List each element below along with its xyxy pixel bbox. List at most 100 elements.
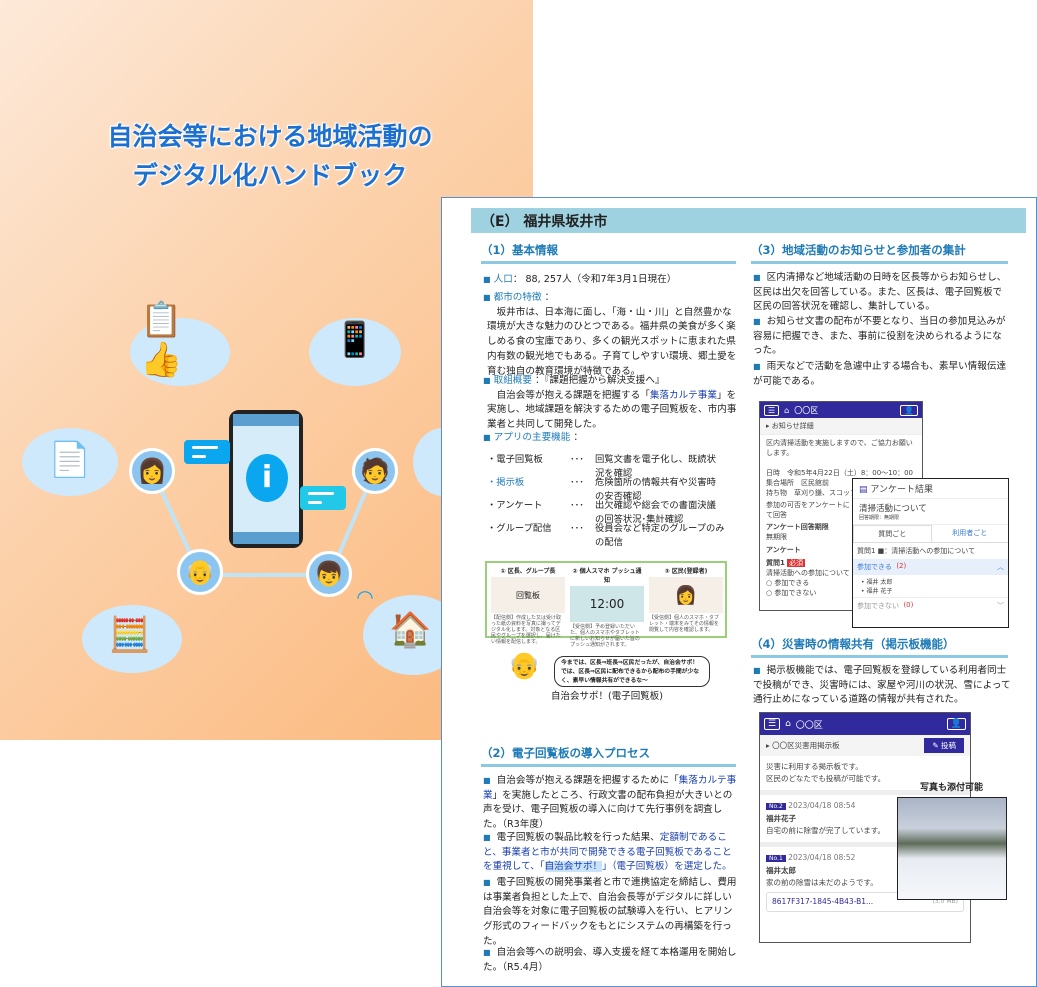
section-3-title: （3）地域活動のお知らせと参加者の集計 [751, 242, 1008, 264]
district-name: 〇〇区 [794, 405, 819, 415]
family-house-icon: 🏠 [389, 610, 432, 650]
deadline-label: アンケート回答期限 [766, 523, 829, 531]
cover-title-line1: 自治会等における地域活動の [107, 122, 433, 151]
initiative-overview: ■ 取組概要 ：『課題把握から解決支援へ』自治会等が抱える課題を把握する「集落カ… [483, 375, 737, 431]
bullet-paragraph: ■ お知らせ文書の配布が不要となり、当日の参加見込みが容易に把握でき、また、事前… [753, 316, 1006, 357]
function-desc: 役員会など特定のグループのみの配信 [595, 523, 725, 548]
option-radio[interactable]: ○ 参加できる [766, 579, 810, 587]
icon-bubble [82, 605, 182, 673]
tab-by-question[interactable]: 質問ごと [853, 525, 932, 542]
map-phone-icon: 📱 [333, 320, 377, 360]
chevron-down-icon: ﹀ [997, 602, 1004, 610]
flow-step: ③ 区民(登録者)👩【受信側】個人のスマホ・タブレット・端末をみてその情報を閲覧… [649, 566, 723, 634]
board-app-screenshot: ☰ ⌂ 〇〇区 👤 ▸ 〇〇区災害用掲示板 ✎ 投稿 災害に利用する掲示板です。区民のど… [759, 712, 971, 943]
dots: ･･･ [570, 500, 584, 511]
function-name: ・電子回覧板 [487, 454, 543, 465]
chevron-up-icon: ︿ [997, 563, 1004, 571]
answer-yes-row[interactable]: 参加できる (2)︿ [853, 559, 1008, 575]
notice-body: 区内清掃活動を実施しますので、ご協力お願いします。 [766, 439, 913, 457]
snow-road-photo [897, 797, 1007, 900]
person-avatar: 👴 [177, 549, 223, 595]
clipboard-chat-icon: 📄 [48, 440, 92, 480]
elder-man-illustration: 👴 [508, 651, 541, 681]
process-paragraph: ■ 電子回覧板の開発事業者と市で連携協定を締結し、費用は事業者負担とした上で、自… [483, 877, 737, 947]
flow-step: ① 区長、グループ長回覧板【配信側】作成した又は受け取った紙の資料を写真に撮って… [491, 566, 565, 645]
process-paragraph: ■ 自治会等への説明会、導入支援を経て本格運用を開始した。（R5.4月） [483, 947, 737, 973]
icon-bubble [22, 428, 118, 496]
icon-bubble [130, 318, 230, 386]
function-name: ・アンケート [487, 500, 543, 511]
account-icon: 👤 [900, 404, 918, 416]
survey-subject: 清掃活動について [859, 504, 927, 514]
person-avatar: 👦 [306, 551, 352, 597]
survey-result-screenshot: ▤ アンケート結果 清掃活動について回答期限：無期限 質問ごと 利用者ごと 質問1… [852, 478, 1009, 628]
function-desc: 出欠確認や総会での書面決議の回答状況･集計確認 [595, 500, 716, 525]
question-text: 清掃活動への参加について [766, 569, 850, 577]
notice-heading: ▸ お知らせ詳細 [760, 418, 922, 435]
icon-bubble [309, 318, 401, 386]
survey-label: アンケート [766, 546, 801, 554]
menu-icon: ☰ [764, 404, 780, 416]
question-label: 質問1 [766, 559, 785, 567]
function-desc: 回覧文書を電子化し、既読状況を確認 [595, 454, 716, 479]
menu-icon[interactable]: ☰ [764, 718, 781, 730]
process-paragraph: ■ 電子回覧板の製品比較を行った結果、定額制であること、事業者と市が共同で開発で… [483, 832, 732, 873]
wifi-icon: ◠ [356, 585, 374, 609]
person-avatar: 👩 [129, 448, 175, 494]
account-settings-icon[interactable]: 👤 [946, 718, 966, 730]
bullet-paragraph: ■ 区内清掃など地域活動の日時を区長等からお知らせし、区民は出欠を回答している。… [753, 272, 1007, 313]
section-1-title: （1）基本情報 [481, 242, 736, 264]
info-phone-icon: i [229, 410, 303, 548]
dots: ･･･ [570, 523, 584, 534]
dots: ･･･ [570, 454, 584, 465]
home-logo-icon: ⌂ [784, 405, 790, 415]
district-name: 〇〇区 [795, 720, 823, 731]
photo-caption: 写真も添付可能 [920, 783, 984, 793]
flow-illustration: ① 区長、グループ長回覧板【配信側】作成した又は受け取った紙の資料を写真に撮って… [485, 561, 727, 648]
chat-bubble-icon [300, 486, 346, 510]
process-paragraph: ■ 自治会等が抱える課題を把握するために「集落カルテ事業」を実施したところ、行政… [483, 775, 737, 831]
function-name: ・グループ配信 [487, 523, 552, 534]
home-logo-icon: ⌂ [785, 719, 791, 729]
bullet-paragraph: ■ 掲示板機能では、電子回覧板を登録している利用者同士で投稿ができ、災害時には、… [753, 665, 1011, 706]
deadline-value: 無期限 [766, 533, 787, 541]
section-4-title: （4）災害時の情報共有（掲示板機能） [751, 636, 1008, 658]
function-name: ・掲示板 [487, 477, 525, 488]
notice-place: 集合場所 区民館前 [766, 479, 829, 487]
page-header: （E） 福井県坂井市 [471, 208, 1026, 233]
speech-bubble: 今までは、区長⇒班長⇒区民だったが、自治会サポ！では、区長⇒区民に配布できるから… [554, 656, 710, 687]
respondent: • 福井 花子 [861, 588, 893, 595]
notice-items: 持ち物 草刈り鎌、スコップ [766, 489, 857, 497]
board-desc: 災害に利用する掲示板です。 [766, 762, 863, 771]
notice-date: 日時 令和5年4月22日（土）8：00〜10：00 [766, 469, 913, 477]
section-2-title: （2）電子回覧板の導入プロセス [481, 745, 736, 767]
network-lines [150, 469, 377, 577]
post-button[interactable]: ✎ 投稿 [924, 738, 964, 753]
dots: ･･･ [570, 477, 584, 488]
bullet-paragraph: ■ 雨天などで活動を急遽中止する場合も、素早い情報伝達が可能である。 [753, 361, 1007, 387]
checklist-like-icon: 📋👍 [140, 300, 183, 380]
function-desc: 危険箇所の情報共有や災害時の安否確認 [595, 477, 716, 502]
person-avatar: 🧑 [352, 448, 398, 494]
required-badge: 必須 [787, 559, 806, 567]
survey-period: 回答期限：無期限 [859, 515, 900, 521]
population: ■ 人口： 88, 257人（令和7年3月1日現在） [483, 274, 677, 285]
result-title: アンケート結果 [870, 485, 934, 495]
tab-by-user[interactable]: 利用者ごと [952, 529, 988, 537]
clipboard-icon: ▤ [859, 485, 868, 495]
respondent: • 福井 太郎 [861, 579, 893, 586]
board-title: ▸ 〇〇区災害用掲示板 [766, 741, 840, 750]
option-radio[interactable]: ○ 参加できない [766, 589, 817, 597]
illustration-caption: 自治会サポ！(電子回覧板) [551, 691, 663, 702]
board-desc: 区民のどなたでも投稿が可能です。 [766, 774, 886, 783]
question-text: 質問1 ■：清掃活動への参加について [857, 547, 976, 555]
answer-no-row[interactable]: 参加できない (0)﹀ [853, 597, 1008, 614]
attachment-link[interactable]: 8617F317-1845-4B43-B1...(3.0 MB) [766, 892, 964, 912]
money-calculator-icon: 🧮 [108, 615, 152, 655]
chat-bubble-icon [184, 440, 230, 464]
notice-ask: 参加の可否をアンケートにて回答 [766, 501, 850, 519]
city-features: ■ 都市の特徴 ：坂井市は、日本海に面し、「海・山・川」と自然豊かな環境が大きな… [483, 292, 737, 377]
